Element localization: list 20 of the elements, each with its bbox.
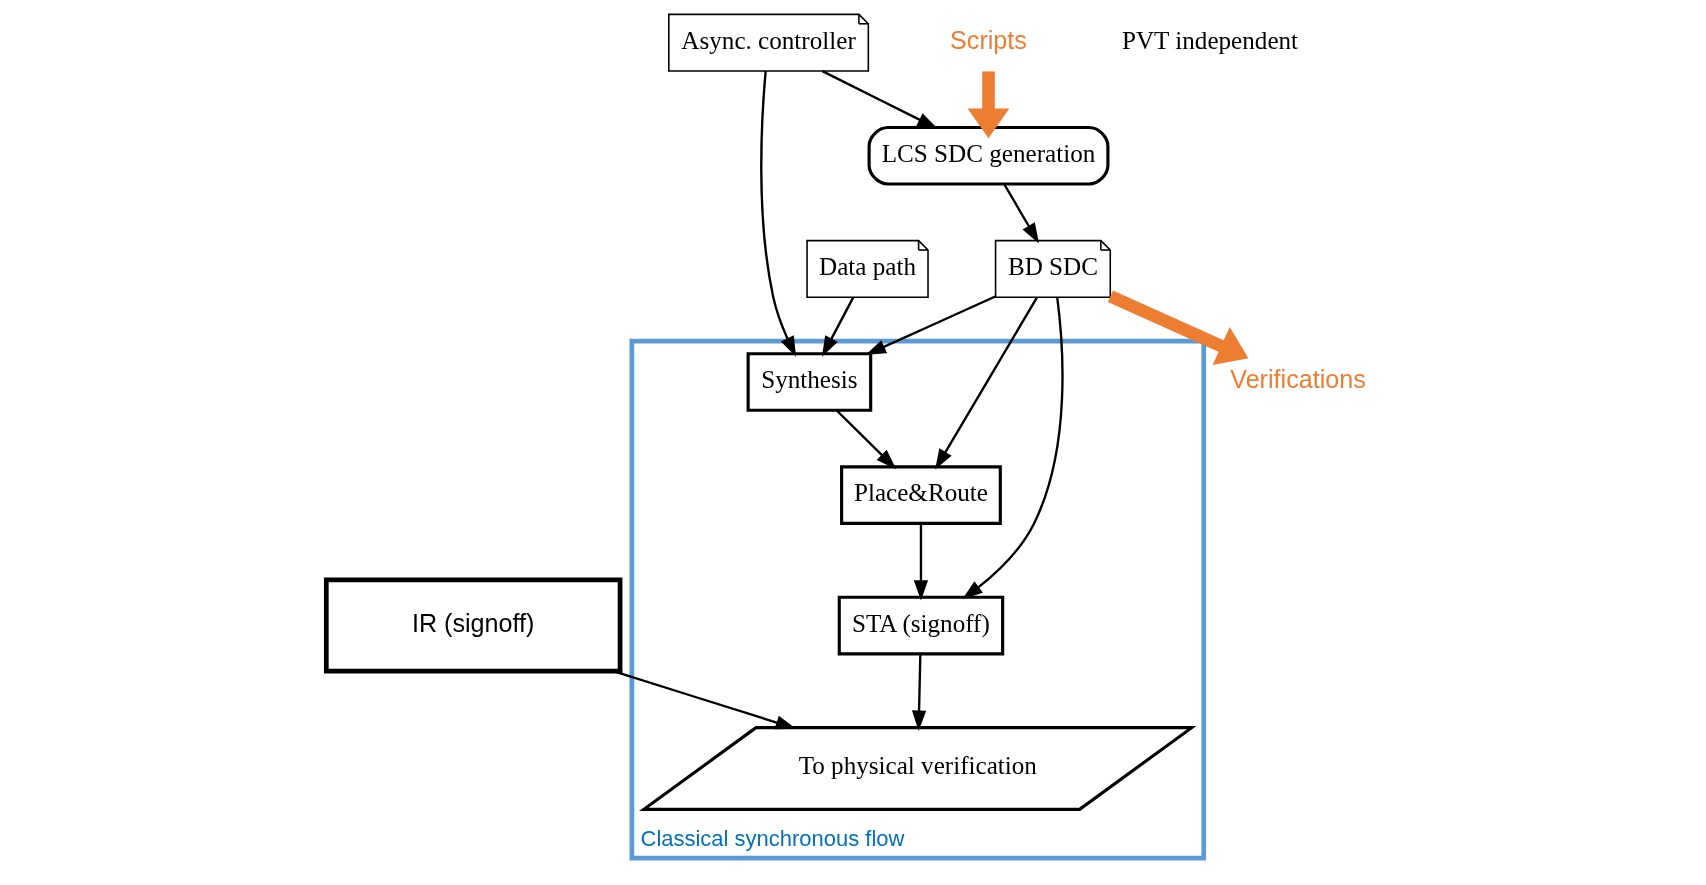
arrow — [760, 71, 797, 357]
label: PVT independent — [1121, 26, 1299, 54]
node-box: Synthesis — [746, 352, 873, 412]
node-box: IR (signoff) — [323, 577, 623, 674]
arrow — [836, 409, 897, 470]
node-box: STA (signoff) — [837, 595, 1005, 656]
arrow — [935, 296, 1039, 470]
node-text: Verifications — [1230, 364, 1366, 393]
arrow — [967, 71, 1010, 139]
node-text: Scripts — [950, 25, 1027, 54]
arrow — [865, 295, 996, 356]
arrow — [913, 523, 929, 601]
arrow — [821, 297, 855, 357]
arrow — [1003, 183, 1039, 244]
node-box: LCS SDC generation — [867, 125, 1110, 186]
arrow — [1107, 290, 1249, 365]
arrow — [911, 654, 927, 731]
arrow — [821, 70, 938, 129]
node-box: Place&Route — [840, 465, 1002, 525]
arrow — [962, 297, 1064, 600]
